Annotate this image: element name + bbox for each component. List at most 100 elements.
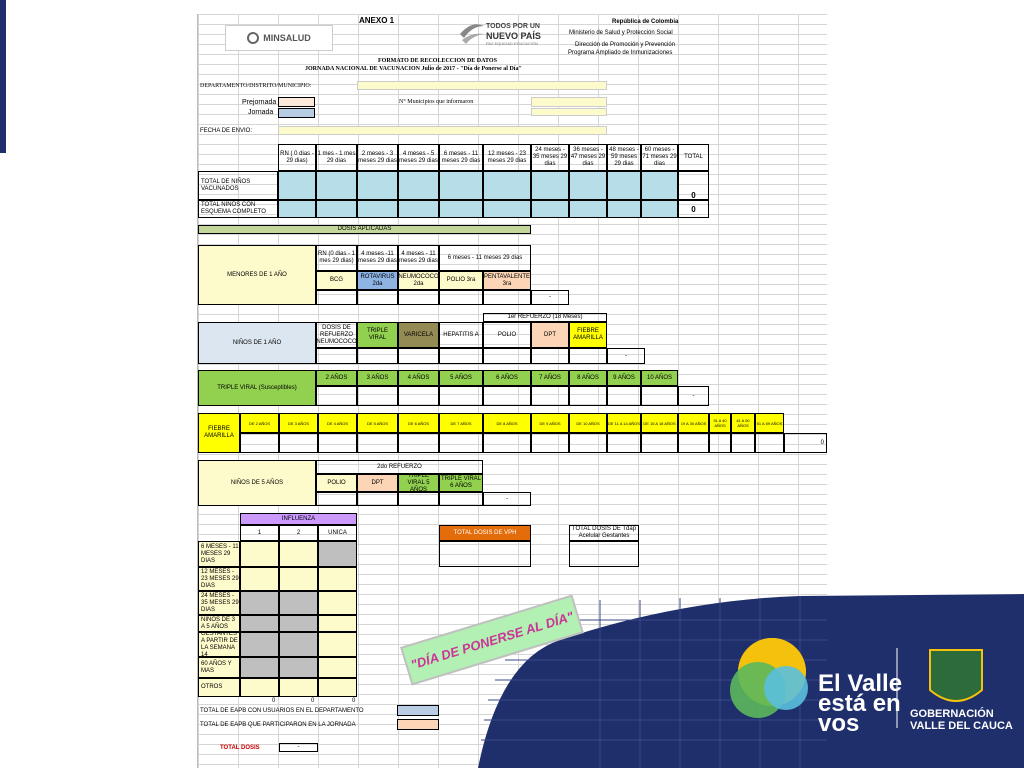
vacunados-input[interactable] (569, 171, 607, 200)
fiebre-age-input[interactable] (240, 433, 279, 453)
eapb1-input[interactable] (397, 705, 439, 716)
age-col-header: 36 meses - 47 meses 29 dias (569, 144, 607, 171)
influenza-input[interactable] (240, 615, 279, 632)
vacunados-input[interactable] (357, 171, 398, 200)
vacunados-input[interactable] (607, 171, 641, 200)
fiebre-age-input[interactable] (398, 433, 439, 453)
esquema-input[interactable] (278, 200, 316, 218)
influenza-input[interactable] (240, 541, 279, 567)
triple-year-input[interactable] (607, 386, 641, 406)
fiebre-age-input[interactable] (357, 433, 398, 453)
fiebre-age-input[interactable] (607, 433, 641, 453)
fiebre-age-header: DE 11 A 14 AÑOS (607, 413, 641, 433)
esquema-input[interactable] (398, 200, 439, 218)
ninos1-input[interactable] (569, 348, 607, 364)
triple-year-input[interactable] (531, 386, 569, 406)
triple-year-input[interactable] (439, 386, 483, 406)
influenza-input[interactable] (240, 678, 279, 697)
influenza-input[interactable] (279, 591, 318, 615)
influenza-input[interactable] (318, 615, 357, 632)
vacunados-input[interactable] (439, 171, 483, 200)
triple-year-input[interactable] (316, 386, 357, 406)
influenza-input[interactable] (318, 632, 357, 657)
fiebre-age-input[interactable] (678, 433, 709, 453)
ninos1-input[interactable] (357, 348, 398, 364)
esquema-input[interactable] (483, 200, 531, 218)
triple-year-header: 5 AÑOS (439, 370, 483, 386)
triple-year-input[interactable] (398, 386, 439, 406)
influenza-input[interactable] (240, 591, 279, 615)
vacunados-input[interactable] (641, 171, 678, 200)
influenza-input[interactable] (279, 615, 318, 632)
prejornada-checkbox[interactable] (278, 97, 315, 107)
influenza-input[interactable] (318, 678, 357, 697)
fiebre-age-input[interactable] (755, 433, 784, 453)
esquema-input[interactable] (607, 200, 641, 218)
triple-year-input[interactable] (483, 386, 531, 406)
fiebre-age-input[interactable] (731, 433, 755, 453)
ninos1-input[interactable] (531, 348, 569, 364)
influenza-input[interactable] (279, 632, 318, 657)
fecha-input[interactable] (278, 126, 607, 135)
influenza-input[interactable] (279, 567, 318, 591)
gobernacion-brand: GOBERNACIÓN VALLE DEL CAUCA (910, 708, 1013, 732)
pentavalente-header: PENTAVALENTE 3ra (483, 271, 531, 290)
fiebre-age-input[interactable] (531, 433, 569, 453)
eapb2-input[interactable] (397, 719, 439, 730)
ninos1-input[interactable] (439, 348, 483, 364)
vacunados-input[interactable] (278, 171, 316, 200)
influenza-input[interactable] (318, 591, 357, 615)
influenza-input[interactable] (279, 678, 318, 697)
ninos1-input[interactable] (316, 348, 357, 364)
dpt5-input[interactable] (357, 492, 398, 506)
esquema-input[interactable] (531, 200, 569, 218)
rotavirus-input[interactable] (357, 290, 398, 305)
polio3-input[interactable] (439, 290, 483, 305)
tv5-input[interactable] (398, 492, 439, 506)
tv6-input[interactable] (439, 492, 483, 506)
fiebre-age-input[interactable] (641, 433, 678, 453)
triple-year-input[interactable] (357, 386, 398, 406)
influenza-input[interactable] (318, 567, 357, 591)
fiebre-age-header: DE 7 AÑOS (439, 413, 483, 433)
influenza-input[interactable] (318, 657, 357, 678)
influenza-input[interactable] (240, 632, 279, 657)
esquema-input[interactable] (641, 200, 678, 218)
influenza-input[interactable] (318, 541, 357, 567)
ninos1-input[interactable] (398, 348, 439, 364)
esquema-input[interactable] (439, 200, 483, 218)
program-label: Programa Ampliado de Inmunizaciones (568, 50, 673, 56)
fiebre-age-input[interactable] (318, 433, 357, 453)
vacunados-total: 0 (678, 171, 709, 200)
vph-input[interactable] (439, 541, 531, 567)
esquema-input[interactable] (569, 200, 607, 218)
municipios-input[interactable] (531, 97, 607, 107)
dept-input[interactable] (357, 81, 607, 90)
triple-year-input[interactable] (569, 386, 607, 406)
fiebre-age-input[interactable] (709, 433, 731, 453)
tdap-input[interactable] (569, 541, 639, 567)
influenza-input[interactable] (240, 567, 279, 591)
municipios-input-2[interactable] (531, 108, 607, 116)
fiebre-age-input[interactable] (279, 433, 318, 453)
vacunados-input[interactable] (483, 171, 531, 200)
vacunados-input[interactable] (531, 171, 569, 200)
pentavalente-input[interactable] (483, 290, 531, 305)
fiebre-age-input[interactable] (483, 433, 531, 453)
influenza-input[interactable] (279, 657, 318, 678)
influenza-input[interactable] (240, 657, 279, 678)
fiebre-age-input[interactable] (439, 433, 483, 453)
vacunados-input[interactable] (316, 171, 357, 200)
triple-year-input[interactable] (641, 386, 678, 406)
fiebre-age-input[interactable] (569, 433, 607, 453)
fiebre-age-header: 51 A 59 AÑOS (755, 413, 784, 433)
influenza-input[interactable] (279, 541, 318, 567)
vacunados-input[interactable] (398, 171, 439, 200)
jornada-checkbox[interactable] (278, 108, 315, 118)
neumococo-input[interactable] (398, 290, 439, 305)
polio5-input[interactable] (316, 492, 357, 506)
esquema-input[interactable] (357, 200, 398, 218)
bcg-input[interactable] (316, 290, 357, 305)
esquema-input[interactable] (316, 200, 357, 218)
ninos1-input[interactable] (483, 348, 531, 364)
